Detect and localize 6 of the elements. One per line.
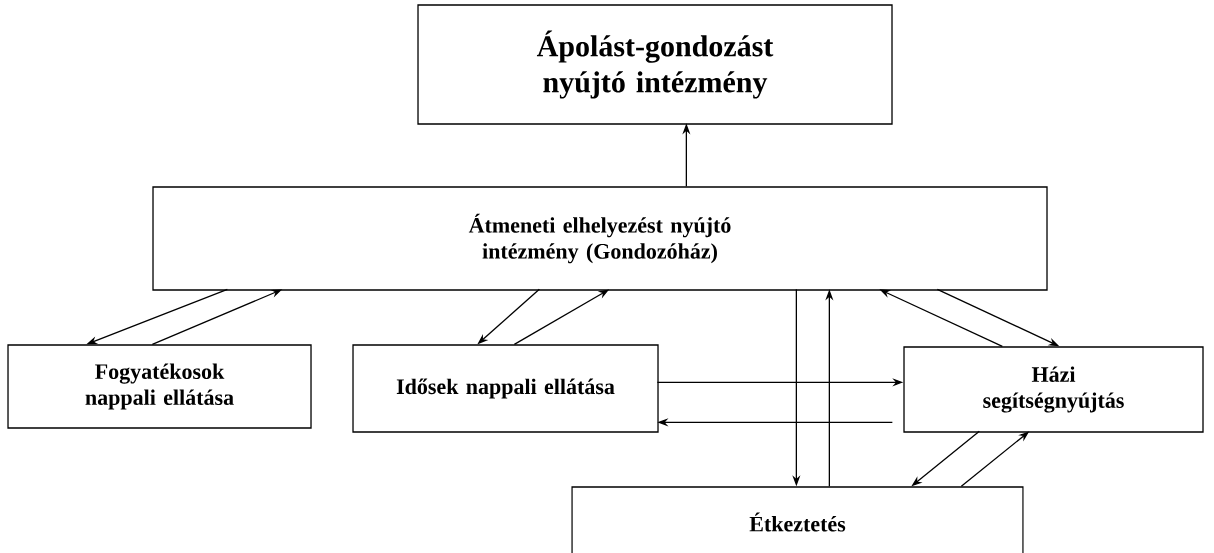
process-box: Házi segítségnyújtás xyxy=(903,346,1204,433)
process-box: Átmeneti elhelyezést nyújtó intézmény (Gondozóház) xyxy=(152,186,1048,291)
process-box: Étkeztetés xyxy=(571,486,1024,553)
process-box: Fogyatékosok nappali ellátása xyxy=(7,344,312,429)
process-box: Idősek nappali ellátása xyxy=(352,344,659,433)
process-box: Ápolást-gondozást nyújtó intézmény xyxy=(417,4,893,125)
